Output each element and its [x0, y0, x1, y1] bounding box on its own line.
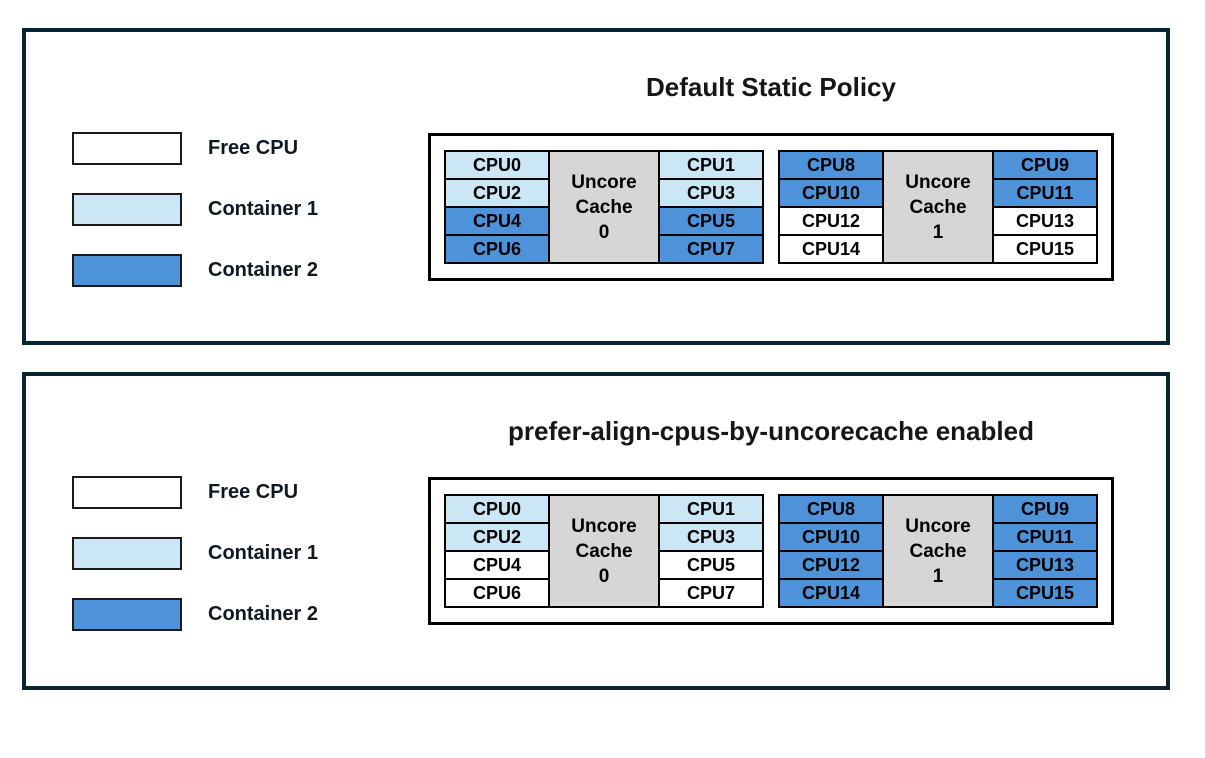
cpu-cell: CPU14 [778, 234, 884, 264]
legend-label: Container 2 [208, 603, 319, 625]
page: Free CPU Container 1 Container 2 Default… [0, 28, 1205, 758]
cpu-cell: CPU9 [992, 494, 1098, 524]
cpu-cell: CPU10 [778, 522, 884, 552]
uncore-cache-label-line: 0 [598, 565, 610, 587]
diagram-column: prefer-align-cpus-by-uncorecache enabled… [428, 376, 1166, 686]
legend-label: Container 2 [208, 259, 319, 281]
cpu-cell: CPU10 [778, 178, 884, 208]
legend-label: Container 1 [208, 542, 319, 564]
cpu-cell: CPU11 [992, 178, 1098, 208]
cpu-cell: CPU7 [658, 234, 764, 264]
cpu-cell: CPU12 [778, 550, 884, 580]
cpu-cell: CPU5 [658, 550, 764, 580]
cpu-cell: CPU1 [658, 150, 764, 180]
cpu-cell: CPU13 [992, 206, 1098, 236]
uncore-cache-label-line: 0 [598, 221, 610, 243]
cpu-cell: CPU0 [444, 494, 550, 524]
uncore-cache-label-line: Uncore [571, 171, 637, 193]
cpu-cell: CPU4 [444, 206, 550, 236]
legend-swatch [72, 476, 182, 509]
cpu-cell: CPU0 [444, 150, 550, 180]
cpu-cell: CPU9 [992, 150, 1098, 180]
cpu-cell: CPU15 [992, 234, 1098, 264]
legend-item: Container 1 [72, 537, 428, 570]
legend-swatch [72, 537, 182, 570]
cpu-cell: CPU8 [778, 150, 884, 180]
uncore-cache-label-line: Uncore [905, 171, 971, 193]
cpu-cell: CPU3 [658, 178, 764, 208]
legend-item: Free CPU [72, 476, 428, 509]
cpu-cell: CPU15 [992, 578, 1098, 608]
cpu-cell: CPU6 [444, 578, 550, 608]
uncore-cache-label-line: Cache [909, 196, 967, 218]
legend-item: Container 2 [72, 254, 428, 287]
legend-swatch [72, 598, 182, 631]
cpu-cell: CPU13 [992, 550, 1098, 580]
legend: Free CPU Container 1 Container 2 [26, 32, 428, 341]
uncore-cache-label-line: Cache [909, 540, 967, 562]
panel-inner: Free CPU Container 1 Container 2 Default… [26, 32, 1166, 341]
panel-title: Default Static Policy [646, 72, 896, 102]
legend-item: Container 1 [72, 193, 428, 226]
panel-title: prefer-align-cpus-by-uncorecache enabled [508, 416, 1034, 446]
legend: Free CPU Container 1 Container 2 [26, 376, 428, 686]
uncore-cache-label-line: Cache [575, 196, 633, 218]
uncore-cache-label-line: Cache [575, 540, 633, 562]
cpu-cell: CPU12 [778, 206, 884, 236]
cpu-cell: CPU7 [658, 578, 764, 608]
legend-swatch [72, 193, 182, 226]
uncore-cache-label-line: Uncore [905, 515, 971, 537]
cpu-cell: CPU6 [444, 234, 550, 264]
cpu-cell: CPU2 [444, 522, 550, 552]
cpu-cell: CPU2 [444, 178, 550, 208]
diagram-stack: prefer-align-cpus-by-uncorecache enabled… [428, 376, 1114, 625]
panel-inner: Free CPU Container 1 Container 2 prefer-… [26, 376, 1166, 686]
cpu-cell: CPU5 [658, 206, 764, 236]
legend-swatch [72, 132, 182, 165]
legend-item: Free CPU [72, 132, 428, 165]
legend-label: Free CPU [208, 481, 299, 503]
legend-item: Container 2 [72, 598, 428, 631]
cpu-cell: CPU1 [658, 494, 764, 524]
policy-panel: Free CPU Container 1 Container 2 prefer-… [22, 372, 1170, 690]
legend-label: Free CPU [208, 137, 299, 159]
cpu-cell: CPU4 [444, 550, 550, 580]
uncore-cache-label-line: 1 [932, 565, 944, 587]
cpu-cell: CPU8 [778, 494, 884, 524]
legend-swatch [72, 254, 182, 287]
cpu-cell: CPU11 [992, 522, 1098, 552]
cpu-cell: CPU14 [778, 578, 884, 608]
uncore-cache-label-line: Uncore [571, 515, 637, 537]
uncore-cache-label-line: 1 [932, 221, 944, 243]
cpu-cell: CPU3 [658, 522, 764, 552]
policy-panel: Free CPU Container 1 Container 2 Default… [22, 28, 1170, 345]
legend-label: Container 1 [208, 198, 319, 220]
